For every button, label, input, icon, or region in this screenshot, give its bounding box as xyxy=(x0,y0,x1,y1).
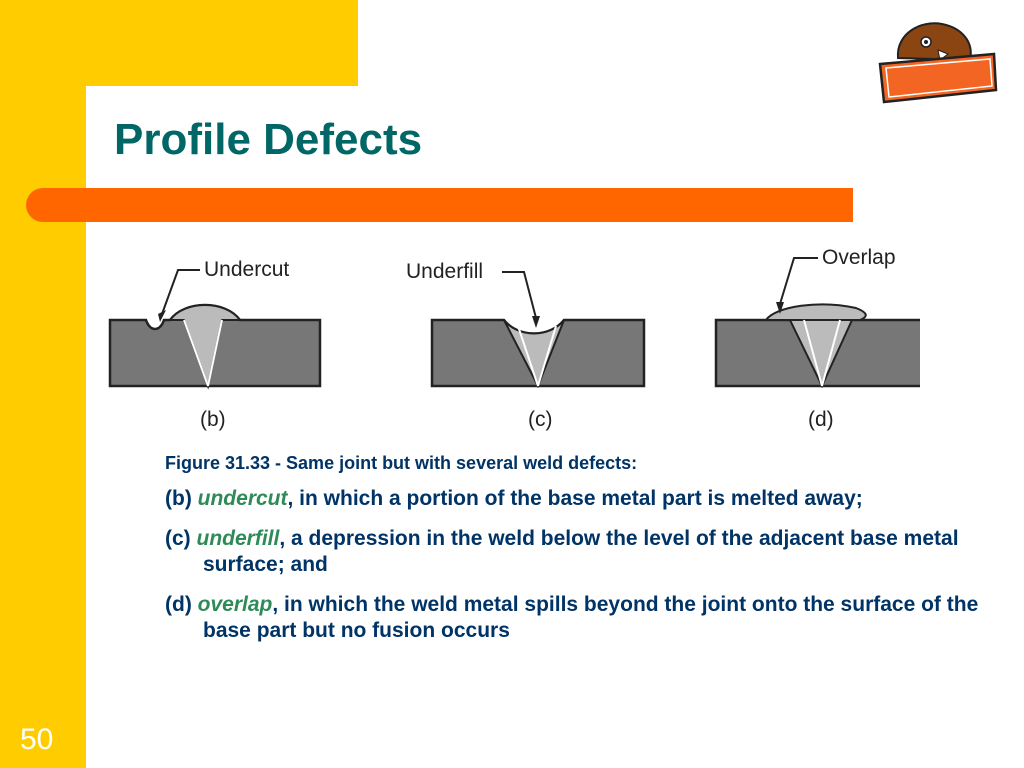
defect-prefix: (b) xyxy=(165,487,198,510)
yellow-top-corner xyxy=(86,0,358,86)
defect-term: undercut xyxy=(197,487,288,510)
panel-b-undercut xyxy=(108,269,322,390)
defect-term: overlap xyxy=(197,593,273,616)
sublabel-c: (c) xyxy=(528,408,553,431)
label-underfill: Underfill xyxy=(406,260,483,283)
defect-prefix: (c) xyxy=(165,527,197,550)
defect-description: , in which the weld metal spills beyond … xyxy=(203,593,979,642)
panel-d-overlap xyxy=(714,257,920,389)
defect-item-undercut: (b) undercut, in which a portion of the … xyxy=(165,486,1005,512)
panel-c-underfill xyxy=(430,271,646,389)
defect-prefix: (d) xyxy=(165,593,198,616)
page-number: 50 xyxy=(20,723,54,756)
page-title: Profile Defects xyxy=(114,115,423,164)
yellow-side-band xyxy=(0,0,86,768)
body-text: Figure 31.33 - Same joint but with sever… xyxy=(165,453,1005,658)
defect-item-underfill: (c) underfill, a depression in the weld … xyxy=(165,526,1005,578)
figure-caption: Figure 31.33 - Same joint but with sever… xyxy=(165,453,638,473)
beavers-logo xyxy=(878,22,998,104)
sublabel-d: (d) xyxy=(808,408,834,431)
label-undercut: Undercut xyxy=(204,258,289,281)
defect-description: , in which a portion of the base metal p… xyxy=(287,487,863,510)
weld-defects-figure: Undercut (b) Underfill (c) Overlap (d) xyxy=(108,246,920,431)
defect-term: underfill xyxy=(196,527,280,550)
defect-item-overlap: (d) overlap, in which the weld metal spi… xyxy=(165,592,1005,644)
label-overlap: Overlap xyxy=(822,246,896,269)
title-underline-bar xyxy=(26,188,853,222)
sublabel-b: (b) xyxy=(200,408,226,431)
defect-description: , a depression in the weld below the lev… xyxy=(203,527,959,576)
